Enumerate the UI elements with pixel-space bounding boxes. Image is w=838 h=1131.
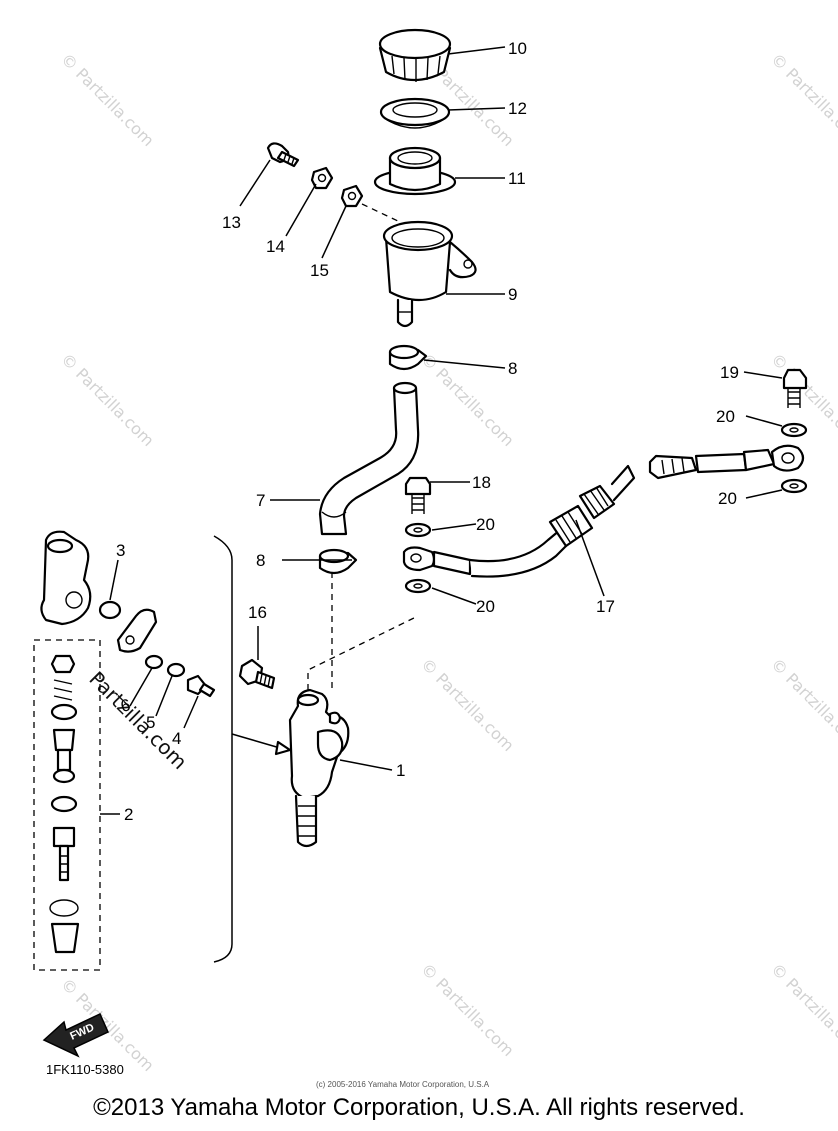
callout-14: 14 <box>266 237 285 256</box>
part-2-master-cylinder-kit[interactable] <box>33 639 101 971</box>
callout-19: 19 <box>720 363 739 382</box>
watermark: © Partzilla.com <box>57 349 158 450</box>
callout-18: 18 <box>472 473 491 492</box>
callout-11: 11 <box>508 169 526 188</box>
part-5-washer[interactable] <box>144 654 164 670</box>
part-20-copper-washer-b[interactable] <box>404 578 432 594</box>
part-11-diaphragm[interactable] <box>373 146 457 196</box>
callout-5: 5 <box>146 713 155 732</box>
callout-20-d: 20 <box>718 489 737 508</box>
callout-10: 10 <box>508 39 527 58</box>
part-18-union-bolt[interactable] <box>404 476 432 514</box>
callout-2: 2 <box>124 805 133 824</box>
callout-1: 1 <box>396 761 405 780</box>
part-10-reservoir-cap[interactable] <box>378 28 452 82</box>
part-6-cap-joint[interactable] <box>116 608 158 653</box>
assembly-arrow-head <box>274 740 292 756</box>
part-20-copper-washer-a[interactable] <box>404 522 432 538</box>
callout-7: 7 <box>256 491 265 510</box>
part-12-diaphragm-plate[interactable] <box>379 97 451 129</box>
watermark: © Partzilla.com <box>417 654 518 755</box>
callout-17: 17 <box>596 597 615 616</box>
callout-13: 13 <box>222 213 241 232</box>
callout-20-c: 20 <box>716 407 735 426</box>
part-20-copper-washer-c[interactable] <box>780 422 808 438</box>
part-5-nut[interactable] <box>166 662 186 678</box>
watermark: © Partzilla.com <box>57 974 158 1075</box>
callout-4: 4 <box>172 729 181 748</box>
diagram-code: 1FK110-5380 <box>46 1062 124 1077</box>
callout-labels: 10 12 11 9 8 7 8 1 13 14 15 16 18 20 20 … <box>116 39 739 824</box>
part-20-copper-washer-d[interactable] <box>780 478 808 494</box>
callout-6: 6 <box>119 695 132 716</box>
part-13-bolt[interactable] <box>266 142 300 168</box>
watermark: © Partzilla.com <box>417 959 518 1060</box>
part-19-union-bolt[interactable] <box>782 368 808 408</box>
part-4-bolt[interactable] <box>186 674 216 698</box>
part-17-brake-hose[interactable] <box>402 444 805 578</box>
master-cylinder-housing-detail[interactable] <box>40 530 92 626</box>
part-8-hose-clamp-upper[interactable] <box>388 344 428 371</box>
group-bracket <box>213 535 233 963</box>
watermark: © Partzilla.com <box>767 654 838 755</box>
part-9-reservoir-tank[interactable] <box>382 220 477 328</box>
assembly-arrow-line <box>231 733 281 749</box>
callout-12: 12 <box>508 99 527 118</box>
part-3-o-ring[interactable] <box>98 600 122 620</box>
copyright-footer: ©2013 Yamaha Motor Corporation, U.S.A. A… <box>93 1094 745 1121</box>
forward-arrow: FWD <box>42 1012 109 1058</box>
callout-20-a: 20 <box>476 515 495 534</box>
part-16-bolt[interactable] <box>238 658 276 690</box>
small-copyright: (c) 2005-2016 Yamaha Motor Corporation, … <box>316 1080 490 1089</box>
callout-16: 16 <box>248 603 267 622</box>
leader-lines <box>100 46 783 815</box>
watermark: © Partzilla.com <box>767 49 838 150</box>
callout-15: 15 <box>310 261 329 280</box>
callout-9: 9 <box>508 285 517 304</box>
watermark: © Partzilla.com <box>767 959 838 1060</box>
watermark: © Partzilla.com <box>57 49 158 150</box>
part-14-nut[interactable] <box>310 166 334 190</box>
callout-8-upper: 8 <box>508 359 517 378</box>
part-1-master-cylinder[interactable] <box>288 688 350 848</box>
part-8-hose-clamp-lower[interactable] <box>318 548 358 575</box>
callout-20-b: 20 <box>476 597 495 616</box>
callout-8-lower: 8 <box>256 551 265 570</box>
callout-3: 3 <box>116 541 125 560</box>
part-7-hose[interactable] <box>318 381 420 536</box>
part-15-washer[interactable] <box>340 184 364 208</box>
